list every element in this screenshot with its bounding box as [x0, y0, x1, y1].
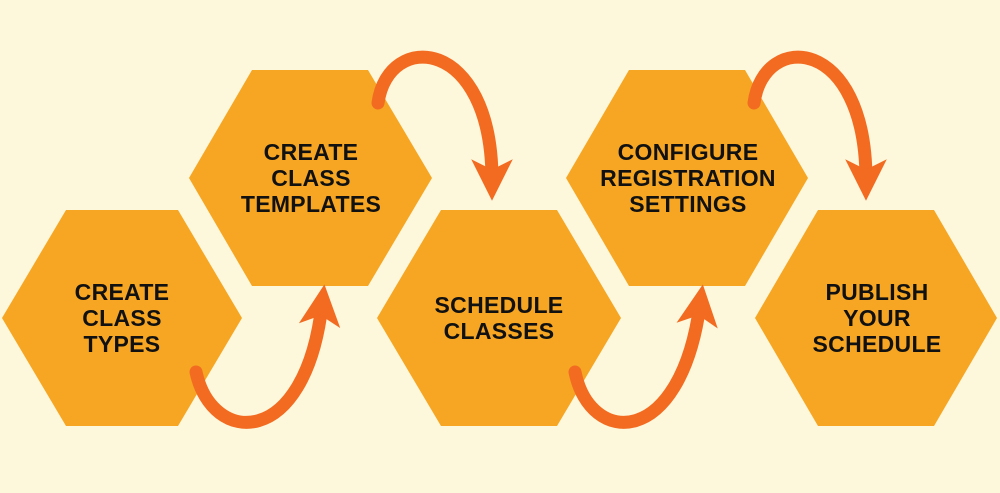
hexagon-step-1 — [2, 210, 242, 426]
curved-arrow-up-icon — [189, 284, 341, 429]
curved-arrow-up-icon — [568, 284, 718, 429]
hexagon-step-5 — [755, 210, 997, 426]
curved-arrow-down-icon — [371, 50, 513, 201]
hexagon-step-2 — [189, 70, 432, 286]
hexagon-step-4 — [566, 70, 808, 286]
curved-arrow-down-icon — [747, 50, 887, 201]
hexagon-step-3 — [377, 210, 621, 426]
